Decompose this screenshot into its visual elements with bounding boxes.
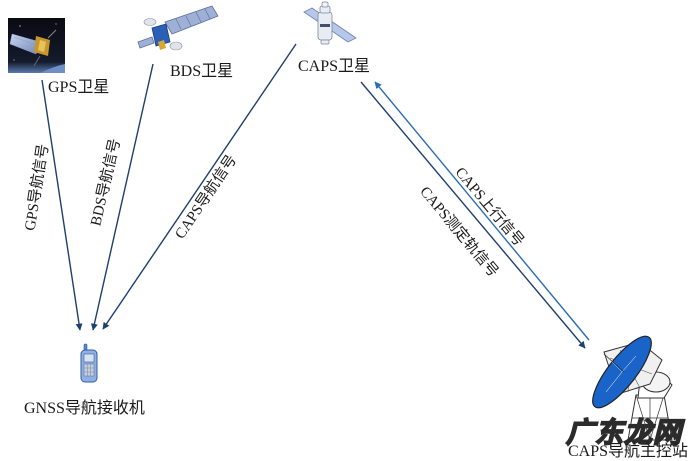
caps-uplink-arrow bbox=[374, 81, 590, 341]
caps-orbit-arrow bbox=[360, 81, 586, 349]
master-station-label: CAPS导航主控站 bbox=[568, 443, 689, 460]
receiver-label: GNSS导航接收机 bbox=[24, 400, 145, 417]
caps-signal-arrow bbox=[102, 43, 297, 330]
bds-signal-arrow bbox=[90, 63, 154, 331]
satellite-dish-icon bbox=[592, 335, 673, 441]
mobile-phone-icon bbox=[80, 343, 98, 383]
bds-satellite-icon bbox=[137, 5, 219, 51]
gps-signal-arrow bbox=[41, 79, 83, 331]
caps-satellite-label: CAPS卫星 bbox=[298, 58, 371, 75]
gps-satellite-icon bbox=[8, 18, 65, 73]
bds-satellite-label: BDS卫星 bbox=[170, 63, 234, 80]
gps-satellite-label: GPS卫星 bbox=[48, 79, 110, 96]
watermark: 广东龙网 bbox=[565, 416, 683, 449]
caps-satellite-icon bbox=[303, 1, 357, 45]
